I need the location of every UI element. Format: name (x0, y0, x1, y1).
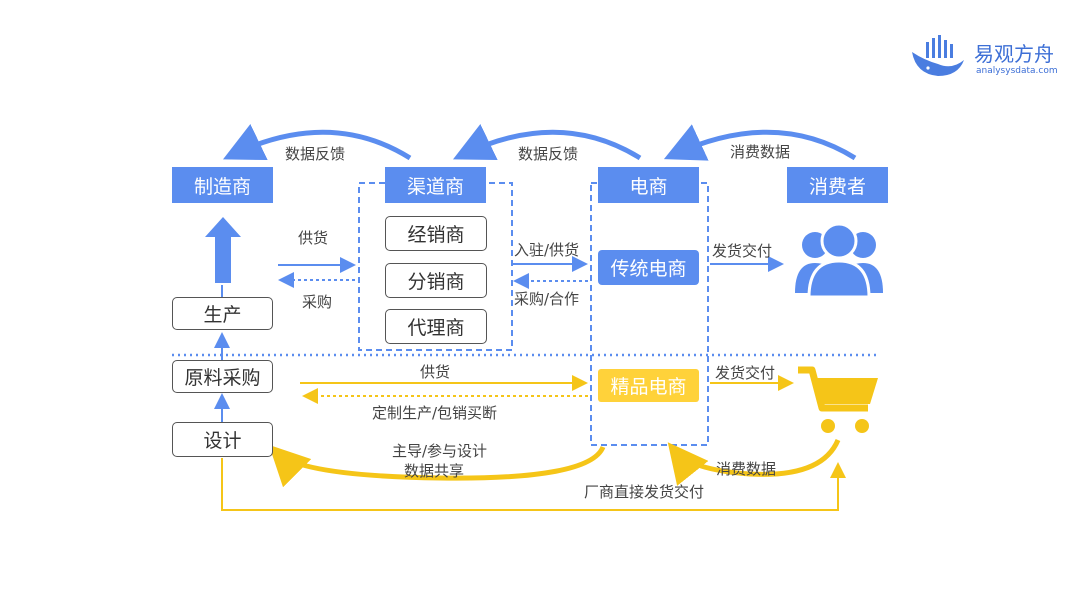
label-lead-design: 主导/参与设计 (392, 442, 488, 460)
node-design: 设计 (172, 422, 273, 457)
label-procure-coop: 采购/合作 (514, 290, 580, 308)
label-ship-deliver-bottom: 发货交付 (715, 364, 776, 382)
node-consumer: 消费者 (787, 167, 888, 203)
node-channel: 渠道商 (385, 167, 486, 203)
label-ship-deliver-top: 发货交付 (712, 242, 773, 260)
logo-name: 易观方舟 (974, 42, 1054, 66)
logo-url: analysysdata.com (976, 66, 1058, 76)
up-arrow-icon (205, 217, 241, 283)
label-factory-direct: 厂商直接发货交付 (584, 483, 705, 501)
label-procure-top: 采购 (302, 293, 333, 311)
label-data-feedback-2: 数据反馈 (518, 145, 579, 163)
node-agent: 代理商 (385, 309, 487, 344)
label-supply-top: 供货 (298, 229, 329, 247)
node-premium-ecommerce: 精品电商 (598, 369, 699, 402)
label-settle-supply: 入驻/供货 (514, 241, 580, 259)
label-data-share: 数据共享 (404, 462, 465, 480)
label-custom-production: 定制生产/包销买断 (372, 404, 498, 422)
whale-logo-icon (912, 35, 964, 76)
node-subdistributor: 分销商 (385, 263, 487, 298)
logo: 易观方舟 analysysdata.com (908, 32, 1058, 82)
node-manufacturer: 制造商 (172, 167, 273, 203)
label-data-feedback-1: 数据反馈 (285, 145, 346, 163)
node-raw-procurement: 原料采购 (172, 360, 273, 393)
shopping-cart-icon (798, 366, 878, 433)
node-production: 生产 (172, 297, 273, 330)
node-distributor: 经销商 (385, 216, 487, 251)
label-consumer-data-bottom: 消费数据 (716, 460, 777, 478)
label-supply-bottom: 供货 (420, 363, 451, 381)
node-ecommerce: 电商 (598, 167, 699, 203)
node-traditional-ecommerce: 传统电商 (598, 250, 699, 285)
label-consumer-data-top: 消费数据 (730, 143, 791, 161)
users-icon (795, 223, 883, 297)
